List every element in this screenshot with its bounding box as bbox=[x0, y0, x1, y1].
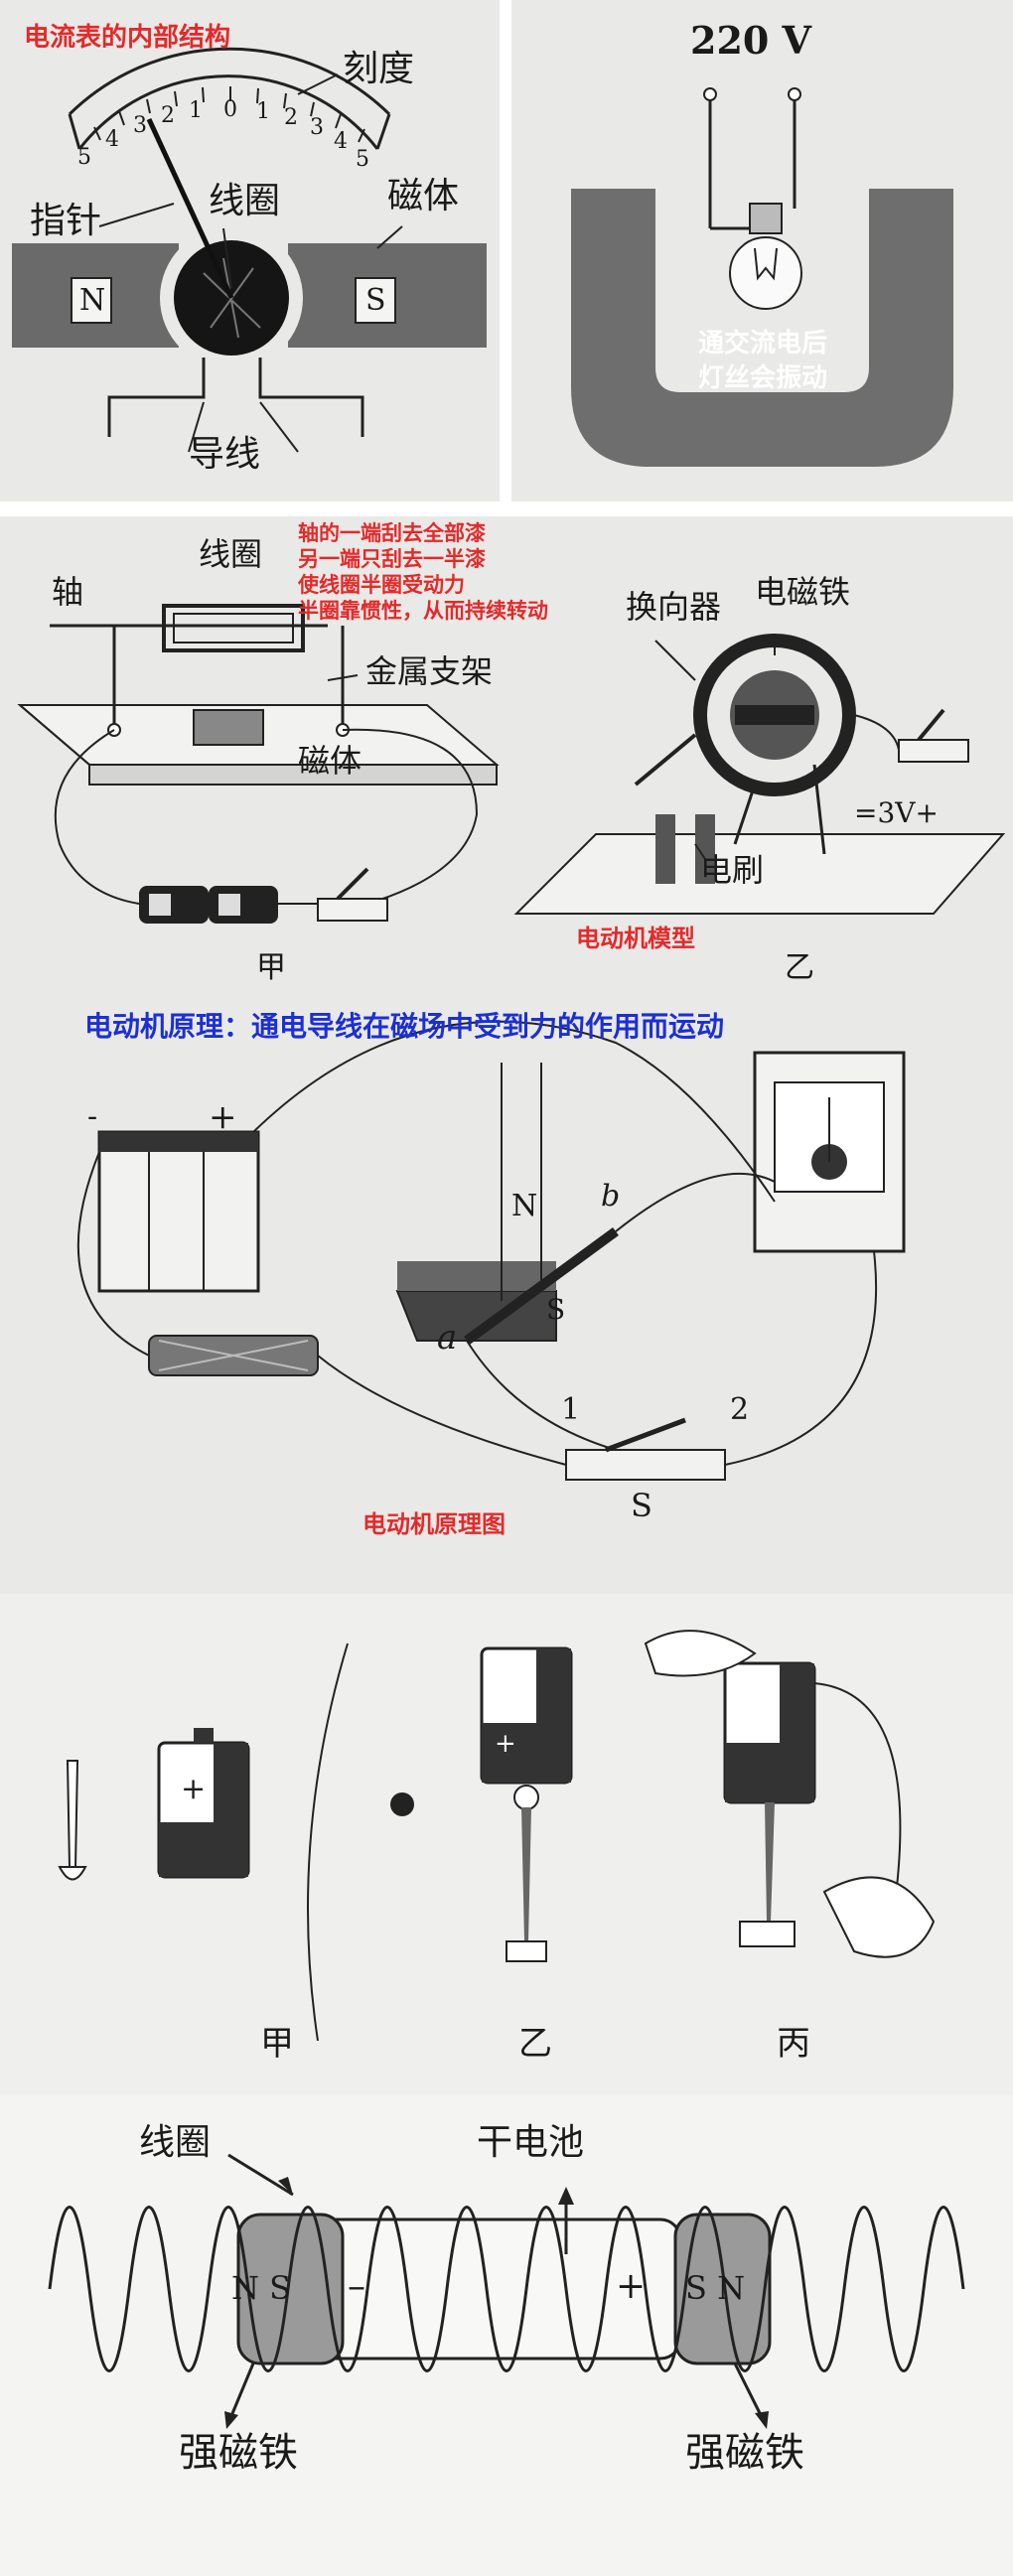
label-b: b bbox=[601, 1179, 621, 1214]
label-220v: 220 V bbox=[690, 18, 812, 63]
label-jia: 甲 bbox=[256, 950, 286, 985]
motor-note-line: 使线圈半圈受动力 bbox=[298, 573, 465, 597]
motor-model-panel: 轴的一端刮去全部漆 另一端只刮去一半漆 使线圈半圈受动力 半圈靠惯性，从而持续转… bbox=[0, 516, 1013, 1003]
homopolar-motor-panel: + + 甲 乙 丙 bbox=[0, 1594, 1013, 2095]
label-pointer: 指针 bbox=[30, 201, 102, 241]
label-coil: 线圈 bbox=[139, 2122, 212, 2163]
label-minus: – bbox=[348, 2266, 365, 2307]
motor-principle-drawing bbox=[76, 1020, 906, 1481]
label-left-magnet: N S bbox=[231, 2269, 292, 2307]
label-switch-s: S bbox=[631, 1487, 652, 1524]
ac-lamp-drawing bbox=[571, 87, 953, 467]
label-brush: 电刷 bbox=[700, 851, 765, 889]
scale-number: 5 bbox=[77, 145, 91, 170]
scale-number: 3 bbox=[133, 113, 147, 138]
label-magnet: 磁体 bbox=[298, 742, 362, 780]
label-axle: 轴 bbox=[52, 573, 84, 611]
ac-lamp-panel: 220 V 通交流电后 灯丝会振动 bbox=[511, 0, 1013, 501]
label-bracket: 金属支架 bbox=[365, 652, 494, 690]
label-electromagnet: 电磁铁 bbox=[755, 573, 851, 611]
motor-principle-caption: 电动机原理图 bbox=[362, 1510, 506, 1538]
label-strong-magnet-right: 强磁铁 bbox=[685, 2430, 804, 2476]
scale-number: 3 bbox=[310, 115, 324, 140]
motor-note-line: 轴的一端刮去全部漆 bbox=[298, 521, 486, 545]
label-plus: + bbox=[209, 1097, 237, 1137]
motor-note-line: 另一端只刮去一半漆 bbox=[298, 547, 486, 571]
scale-number: 4 bbox=[334, 129, 348, 154]
ammeter-drawing bbox=[12, 47, 487, 453]
ammeter-title: 电流表的内部结构 bbox=[24, 23, 231, 53]
motor-principle-panel: 电动机原理：通电导线在磁场中受到力的作用而运动 - + N S a b 1 2 … bbox=[0, 1003, 1013, 1594]
label-coil: 线圈 bbox=[199, 535, 263, 573]
label-commutator: 换向器 bbox=[626, 588, 722, 626]
scale-number: 2 bbox=[161, 103, 175, 128]
label-bing: 丙 bbox=[777, 2024, 810, 2064]
label-right-magnet: S N bbox=[685, 2269, 746, 2307]
scale-number: 4 bbox=[105, 127, 119, 152]
label-a: a bbox=[437, 1318, 458, 1358]
motor-note-line: 半圈靠惯性，从而持续转动 bbox=[298, 599, 548, 623]
label-voltage: =3V+ bbox=[854, 796, 939, 829]
label-scale: 刻度 bbox=[343, 49, 415, 89]
homopolar-motor-drawing bbox=[58, 1630, 936, 2042]
motor-principle-text: 电动机原理：通电导线在磁场中受到力的作用而运动 bbox=[84, 1010, 725, 1043]
label-two: 2 bbox=[730, 1392, 750, 1427]
ammeter-structure-panel: 电流表的内部结构 5 4 3 2 1 0 1 2 3 4 5 刻度 指针 线圈 … bbox=[0, 0, 500, 501]
label-strong-magnet-left: 强磁铁 bbox=[179, 2430, 298, 2476]
label-yi: 乙 bbox=[518, 2024, 552, 2064]
label-one: 1 bbox=[561, 1392, 581, 1427]
label-magnet: 磁体 bbox=[387, 176, 460, 216]
label-plus: + bbox=[616, 2266, 647, 2307]
ac-note-line2: 灯丝会振动 bbox=[698, 363, 828, 393]
ac-note-line1: 通交流电后 bbox=[698, 329, 828, 358]
label-south: S bbox=[365, 283, 386, 318]
label-south: S bbox=[546, 1293, 566, 1326]
label-plus2: + bbox=[495, 1729, 516, 1759]
scale-number: 2 bbox=[284, 105, 298, 130]
scale-number: 0 bbox=[223, 97, 237, 122]
label-yi: 乙 bbox=[785, 950, 814, 985]
scale-number: 1 bbox=[189, 98, 203, 123]
label-battery: 干电池 bbox=[477, 2122, 585, 2163]
label-coil: 线圈 bbox=[209, 181, 281, 221]
scale-number: 1 bbox=[256, 99, 270, 124]
coil-train-drawing bbox=[48, 2153, 965, 2429]
label-north: N bbox=[79, 283, 106, 318]
motor-model-caption: 电动机模型 bbox=[576, 925, 695, 952]
label-wire: 导线 bbox=[189, 434, 261, 475]
label-plus1: + bbox=[181, 1772, 207, 1806]
label-minus: - bbox=[87, 1099, 98, 1134]
coil-train-panel: 线圈 干电池 N S – + S N 强磁铁 强磁铁 bbox=[0, 2095, 1013, 2576]
label-north: N bbox=[511, 1189, 538, 1223]
scale-number: 5 bbox=[356, 147, 369, 172]
motor-model-drawing bbox=[17, 604, 1006, 924]
label-jia: 甲 bbox=[260, 2024, 294, 2064]
